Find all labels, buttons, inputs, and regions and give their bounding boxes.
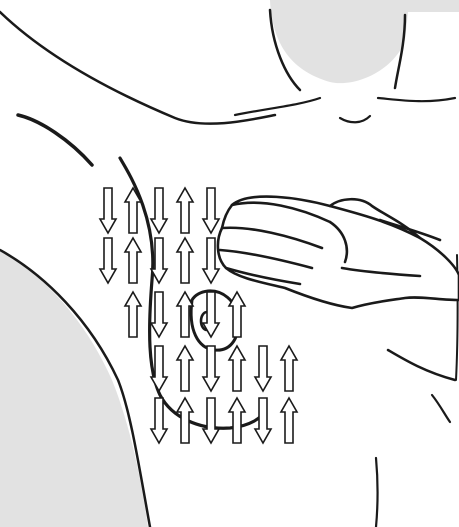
- illustration-stage: [0, 0, 459, 527]
- breast-exam-diagram: [0, 0, 459, 527]
